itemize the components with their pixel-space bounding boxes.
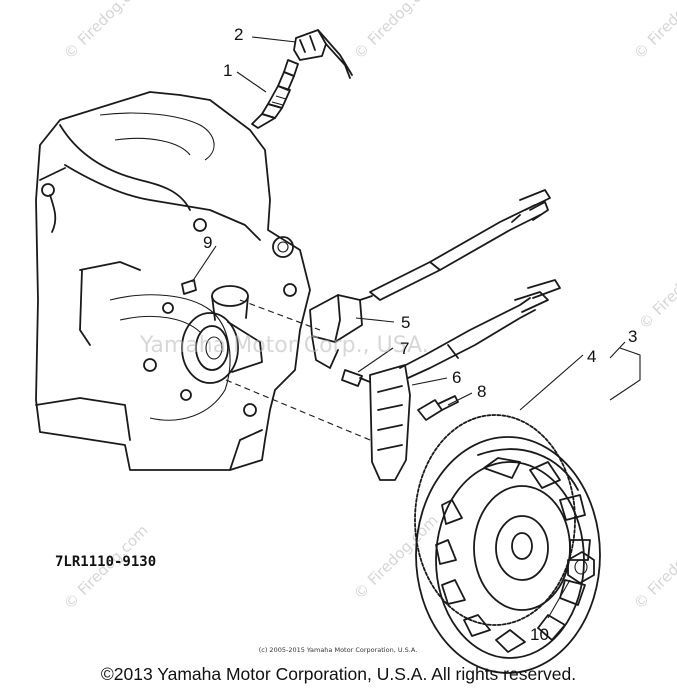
flywheel bbox=[414, 414, 601, 674]
callout-3: 3 bbox=[628, 327, 637, 346]
callout-1: 1 bbox=[223, 61, 232, 80]
callout-9: 9 bbox=[203, 233, 212, 252]
watermark: © Firedog.com bbox=[60, 0, 152, 63]
watermark: © Firedog.com bbox=[350, 0, 442, 63]
callouts: 1 2 3 4 5 6 7 8 9 10 bbox=[203, 25, 637, 644]
callout-7: 7 bbox=[400, 339, 409, 358]
spark-plug bbox=[251, 59, 299, 129]
stator-bolt bbox=[417, 395, 459, 421]
callout-10: 10 bbox=[530, 625, 549, 644]
callout-8: 8 bbox=[477, 382, 486, 401]
watermark: © Firedog.com bbox=[630, 521, 677, 613]
callout-5: 5 bbox=[401, 313, 410, 332]
engine-block bbox=[35, 91, 311, 471]
callout-4: 4 bbox=[587, 347, 596, 366]
center-watermark: Yamaha Motor Corp., USA. bbox=[139, 333, 429, 358]
flywheel-nut bbox=[567, 551, 595, 584]
diagram-code: 7LR1110-9130 bbox=[55, 554, 156, 570]
stator-coil bbox=[369, 279, 561, 481]
ignition-coil bbox=[309, 189, 551, 369]
callout-6: 6 bbox=[452, 368, 461, 387]
watermark: © Firedog.com bbox=[630, 0, 677, 63]
callout-2: 2 bbox=[234, 25, 243, 44]
footer-copyright: ©2013 Yamaha Motor Corporation, U.S.A. A… bbox=[100, 664, 577, 684]
woodruff-key bbox=[181, 279, 197, 295]
plug-cap bbox=[293, 29, 353, 79]
small-copyright: (c) 2005-2015 Yamaha Motor Corporation, … bbox=[259, 646, 418, 654]
watermark: © Firedog.com bbox=[350, 511, 442, 603]
coil-bolt bbox=[341, 369, 371, 387]
leader-lines bbox=[191, 36, 641, 619]
watermark: © Firedog.com bbox=[635, 241, 677, 333]
